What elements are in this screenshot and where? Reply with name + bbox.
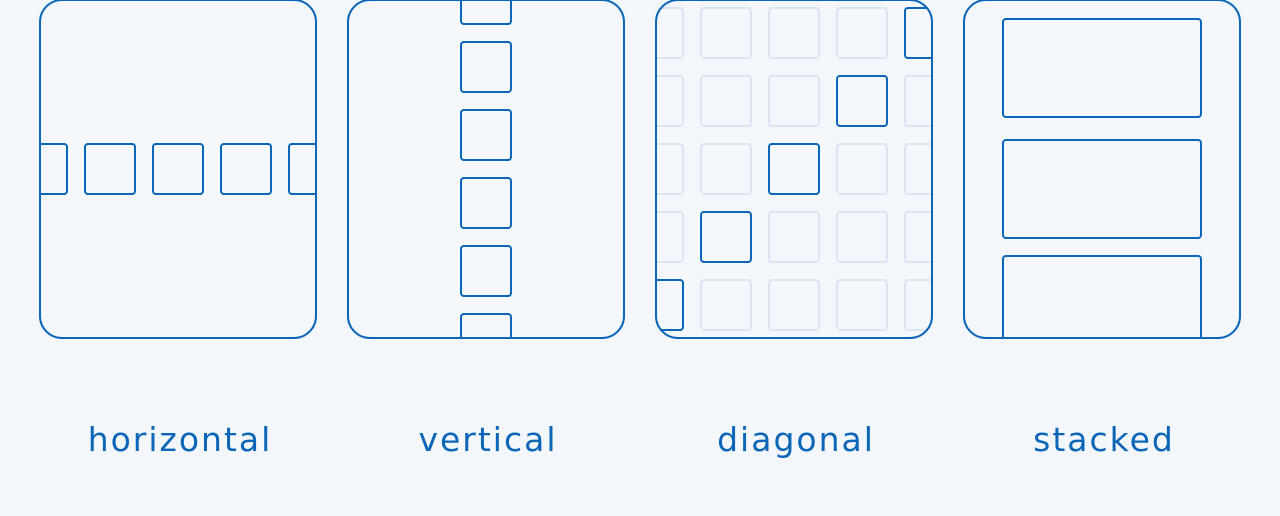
tile: [460, 0, 512, 25]
grid-cell: [700, 279, 752, 331]
grid-cell: [656, 143, 684, 195]
stacked-cards-icon: [963, 0, 1241, 339]
grid-cell: [836, 211, 888, 263]
tile: [460, 41, 512, 93]
tile: [460, 177, 512, 229]
card: [1002, 139, 1202, 239]
grid-cell: [836, 143, 888, 195]
panel-label: stacked: [1033, 420, 1175, 459]
panel-label: horizontal: [87, 420, 273, 459]
panel-horizontal: horizontal: [39, 0, 340, 516]
horizontal-scroll-icon: [39, 0, 317, 339]
panel-label: vertical: [418, 420, 558, 459]
panel-diagonal: diagonal: [655, 0, 956, 516]
diagonal-scroll-icon: [655, 0, 933, 339]
tile: [460, 245, 512, 297]
grid-cell: [700, 7, 752, 59]
panel-label: diagonal: [717, 420, 875, 459]
tile: [40, 143, 68, 195]
tile: [768, 143, 820, 195]
grid-cell: [904, 75, 932, 127]
frame: [347, 0, 625, 339]
tile: [288, 143, 316, 195]
grid-cell: [836, 279, 888, 331]
grid-cell: [904, 279, 932, 331]
grid-cell: [904, 211, 932, 263]
grid-cell: [768, 279, 820, 331]
vertical-scroll-icon: [347, 0, 625, 339]
tile: [220, 143, 272, 195]
grid-cell: [768, 75, 820, 127]
tile: [700, 211, 752, 263]
frame: [963, 0, 1241, 339]
frame: [39, 0, 317, 339]
card: [1002, 18, 1202, 118]
grid-cell: [768, 211, 820, 263]
tile: [84, 143, 136, 195]
grid-cell: [656, 211, 684, 263]
panel-vertical: vertical: [347, 0, 648, 516]
frame: [655, 0, 933, 339]
grid-cell: [836, 7, 888, 59]
grid-cell: [700, 143, 752, 195]
grid-cell: [904, 143, 932, 195]
tile: [460, 109, 512, 161]
panel-stacked: stacked: [963, 0, 1264, 516]
grid-cell: [656, 75, 684, 127]
tile: [460, 313, 512, 338]
tile: [904, 7, 932, 59]
tile: [152, 143, 204, 195]
grid-cell: [700, 75, 752, 127]
card: [1002, 255, 1202, 338]
grid-cell: [768, 7, 820, 59]
tile: [836, 75, 888, 127]
